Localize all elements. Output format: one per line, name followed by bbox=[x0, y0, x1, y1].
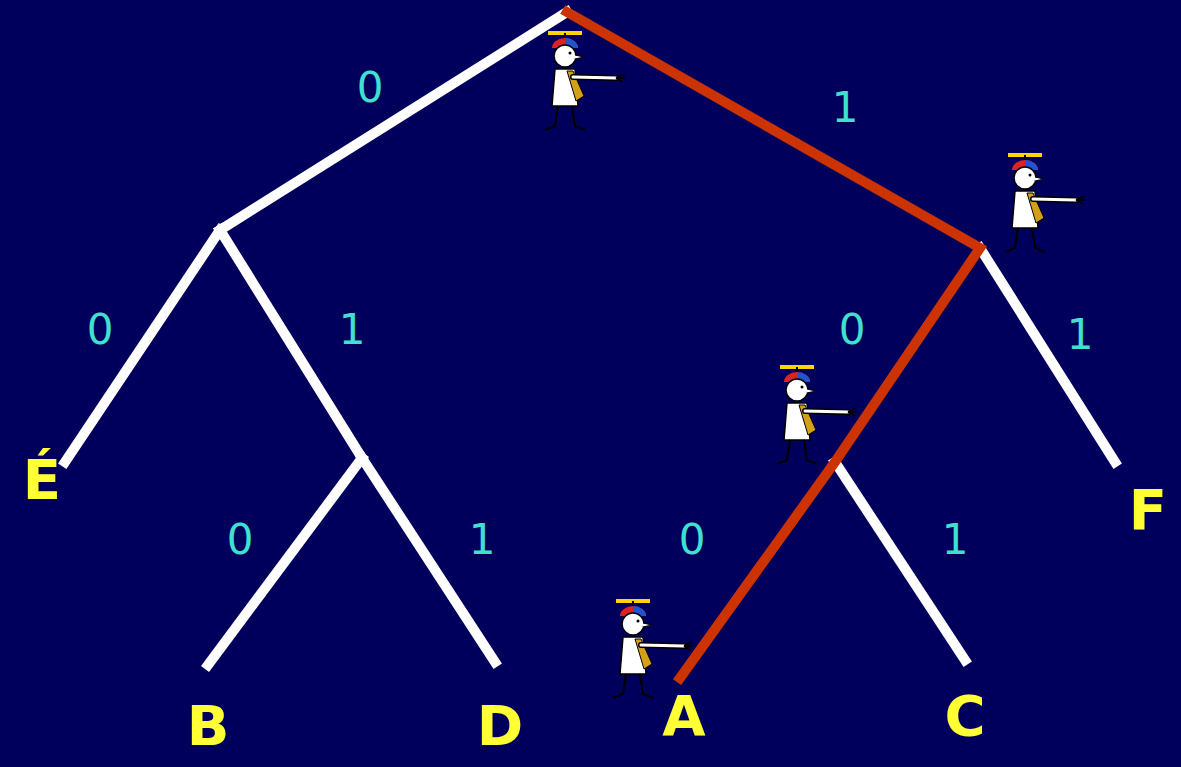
bit-label: 0 bbox=[87, 309, 114, 351]
bit-label: 1 bbox=[832, 87, 859, 129]
bit-label: 1 bbox=[1067, 314, 1094, 356]
bit-label: 1 bbox=[942, 519, 969, 561]
bit-label: 1 bbox=[469, 519, 496, 561]
bit-label: 0 bbox=[227, 519, 254, 561]
leaf-symbol: C bbox=[944, 688, 985, 744]
leaf-symbol: F bbox=[1129, 482, 1167, 538]
bit-label: 0 bbox=[357, 67, 384, 109]
bit-label: 0 bbox=[839, 309, 866, 351]
bit-label: 1 bbox=[339, 309, 366, 351]
tree-branches bbox=[65, 12, 1115, 678]
leaf-symbol: É bbox=[23, 452, 61, 508]
walker-figures bbox=[545, 33, 1085, 698]
leaf-symbol: D bbox=[477, 698, 523, 754]
leaf-symbol: A bbox=[662, 688, 705, 744]
bit-label: 0 bbox=[679, 519, 706, 561]
leaf-symbol: B bbox=[187, 698, 230, 754]
